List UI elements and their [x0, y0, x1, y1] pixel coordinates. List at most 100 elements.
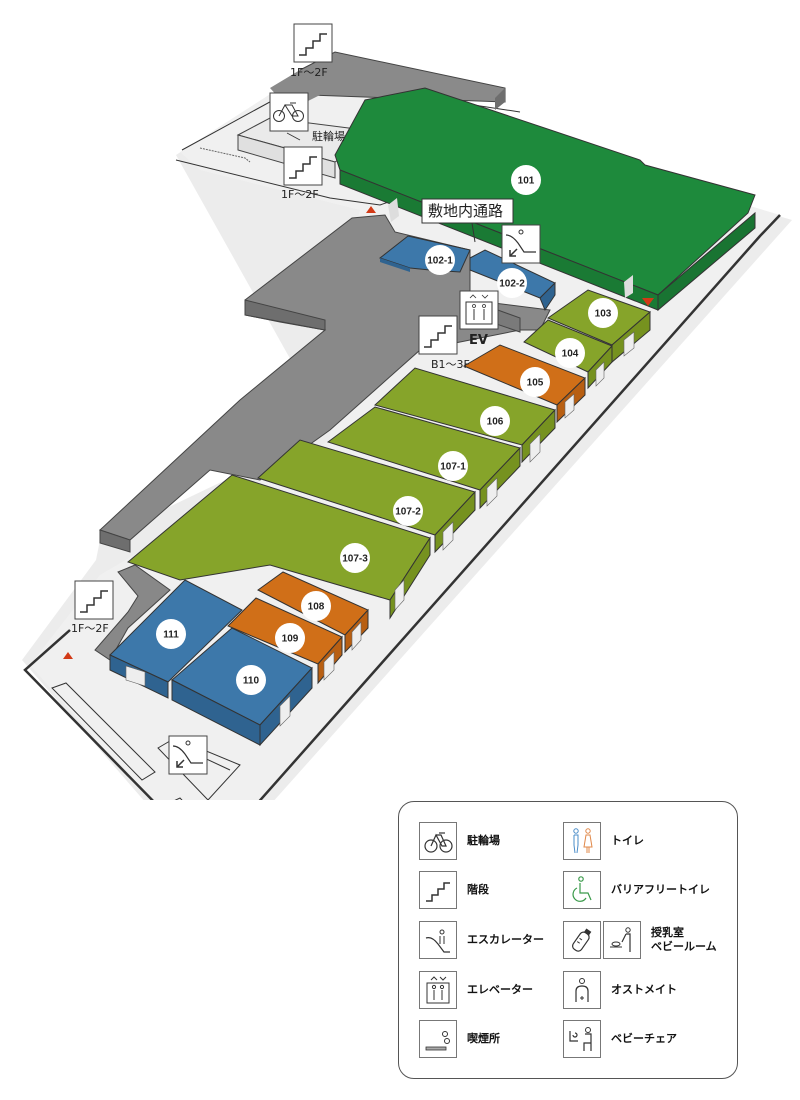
shop-101[interactable] — [334, 87, 756, 312]
passage-label: 敷地内通路 — [428, 202, 503, 220]
stairs-mid-label: 1F～2F — [281, 188, 319, 201]
shop-badge-101[interactable]: 101 — [511, 165, 541, 195]
shop-labels: 101 102-1 102-2 103 104 105 106 107-1 107-2 107-3… — [156, 165, 618, 695]
stairs-icon-left[interactable]: 1F～2F — [71, 580, 114, 635]
shop-badge-circle — [555, 338, 585, 368]
elevator-icon-map[interactable]: EV — [459, 290, 499, 348]
shop-number: 102-2 — [499, 279, 525, 290]
accessible-restroom-icon — [563, 871, 601, 909]
baby-bottle-icon — [563, 921, 601, 959]
legend-label: ベビーチェア — [611, 1032, 677, 1045]
legend-item-stairs: 階段 — [419, 871, 489, 909]
legend-label: エレベーター — [467, 983, 533, 996]
shop-badge-108[interactable]: 108 — [301, 591, 331, 621]
legend-label: 階段 — [467, 883, 489, 896]
legend-item-nursing-room: 授乳室ベビールーム — [563, 921, 717, 959]
escalator-icon — [419, 921, 457, 959]
shop-number: 110 — [243, 676, 260, 687]
shop-badge-106[interactable]: 106 — [480, 406, 510, 436]
shop-badge-circle — [393, 496, 423, 526]
restroom-icon — [563, 822, 601, 860]
legend-item-baby-chair: ベビーチェア — [563, 1020, 677, 1058]
stairs-top-label: 1F～2F — [290, 66, 328, 79]
legend-label: 授乳室ベビールーム — [651, 926, 717, 954]
shop-badge-109[interactable]: 109 — [275, 623, 305, 653]
shop-badge-circle — [588, 298, 618, 328]
legend-label: トイレ — [611, 834, 644, 847]
shop-number: 111 — [163, 630, 179, 641]
legend-item-escalator: エスカレーター — [419, 921, 544, 959]
entrance-marker — [63, 652, 73, 659]
stairs-icon-mid[interactable]: 1F～2F — [281, 146, 323, 201]
shop-badge-circle — [275, 623, 305, 653]
shop-number: 102-1 — [427, 256, 453, 267]
shop-number: 106 — [487, 417, 504, 428]
legend-label: オストメイト — [611, 983, 677, 996]
legend-item-smoking: 喫煙所 — [419, 1020, 500, 1058]
stairs-center-label: B1～3F — [431, 358, 470, 371]
entrance-marker — [366, 206, 376, 213]
shop-badge-104[interactable]: 104 — [555, 338, 585, 368]
legend-label-line1: 授乳室 — [651, 926, 684, 939]
shop-badge-111[interactable]: 111 — [156, 619, 186, 649]
shop-badge-circle — [497, 268, 527, 298]
legend-label: 駐輪場 — [467, 834, 500, 847]
shop-badge-circle — [301, 591, 331, 621]
stairs-icon — [419, 871, 457, 909]
shop-106[interactable] — [373, 367, 556, 464]
elevator-icon — [419, 971, 457, 1009]
legend-label-line2: ベビールーム — [651, 940, 717, 953]
shop-badge-107-1[interactable]: 107-1 — [438, 451, 468, 481]
legend-label: エスカレーター — [467, 933, 544, 946]
elevator-label: EV — [469, 333, 488, 348]
smoking-icon — [419, 1020, 457, 1058]
legend-label: バリアフリートイレ — [611, 883, 710, 896]
shop-badge-102-1[interactable]: 102-1 — [425, 245, 455, 275]
shop-number: 104 — [562, 349, 579, 360]
shop-badge-circle — [425, 245, 455, 275]
shop-number: 101 — [518, 176, 535, 187]
shop-badge-circle — [156, 619, 186, 649]
shop-107-1[interactable] — [326, 406, 521, 510]
floor-map: 101 102-1 102-2 103 104 105 106 107-1 107-2 107-3… — [22, 23, 792, 800]
passage-label-box: 敷地内通路 — [421, 198, 514, 243]
shop-badge-107-3[interactable]: 107-3 — [340, 543, 370, 573]
shop-badge-circle — [480, 406, 510, 436]
shop-badge-circle — [520, 367, 550, 397]
shop-badge-circle — [438, 451, 468, 481]
escalator-icon-map-top[interactable] — [501, 224, 541, 264]
shop-badge-103[interactable]: 103 — [588, 298, 618, 328]
stairs-icon-center[interactable]: B1～3F — [418, 315, 470, 371]
shop-badge-circle — [340, 543, 370, 573]
legend-item-accessible-restroom: バリアフリートイレ — [563, 871, 710, 909]
shop-badge-110[interactable]: 110 — [236, 665, 266, 695]
legend-label: 喫煙所 — [467, 1032, 500, 1045]
shop-number: 105 — [527, 378, 544, 389]
legend-item-elevator: エレベーター — [419, 971, 533, 1009]
escalator-icon-map-bottom[interactable] — [168, 735, 208, 775]
legend-item-restroom: トイレ — [563, 822, 644, 860]
shop-number: 108 — [308, 602, 325, 613]
shop-badge-105[interactable]: 105 — [520, 367, 550, 397]
bicycle-icon-map[interactable]: 駐輪場 — [269, 92, 345, 143]
shop-badge-circle — [236, 665, 266, 695]
stairs-icon-top[interactable]: 1F～2F — [290, 23, 333, 79]
legend-item-bicycle: 駐輪場 — [419, 822, 500, 860]
ostomate-icon — [563, 971, 601, 1009]
legend-item-ostomate: オストメイト — [563, 971, 677, 1009]
entrance-marker — [642, 298, 654, 306]
shop-number: 109 — [282, 634, 299, 645]
bicycle-icon — [419, 822, 457, 860]
shop-number: 107-3 — [342, 554, 368, 565]
stairs-left-label: 1F～2F — [71, 622, 109, 635]
shop-badge-circle — [511, 165, 541, 195]
shop-badge-107-2[interactable]: 107-2 — [393, 496, 423, 526]
baby-chair-icon — [563, 1020, 601, 1058]
shop-number: 107-1 — [440, 462, 466, 473]
entrance-markers — [63, 198, 654, 659]
shop-number: 103 — [595, 309, 612, 320]
shop-number: 107-2 — [395, 507, 421, 518]
nursing-room-icon — [603, 921, 641, 959]
bicycle-parking-label: 駐輪場 — [312, 129, 345, 143]
shop-badge-102-2[interactable]: 102-2 — [497, 268, 527, 298]
